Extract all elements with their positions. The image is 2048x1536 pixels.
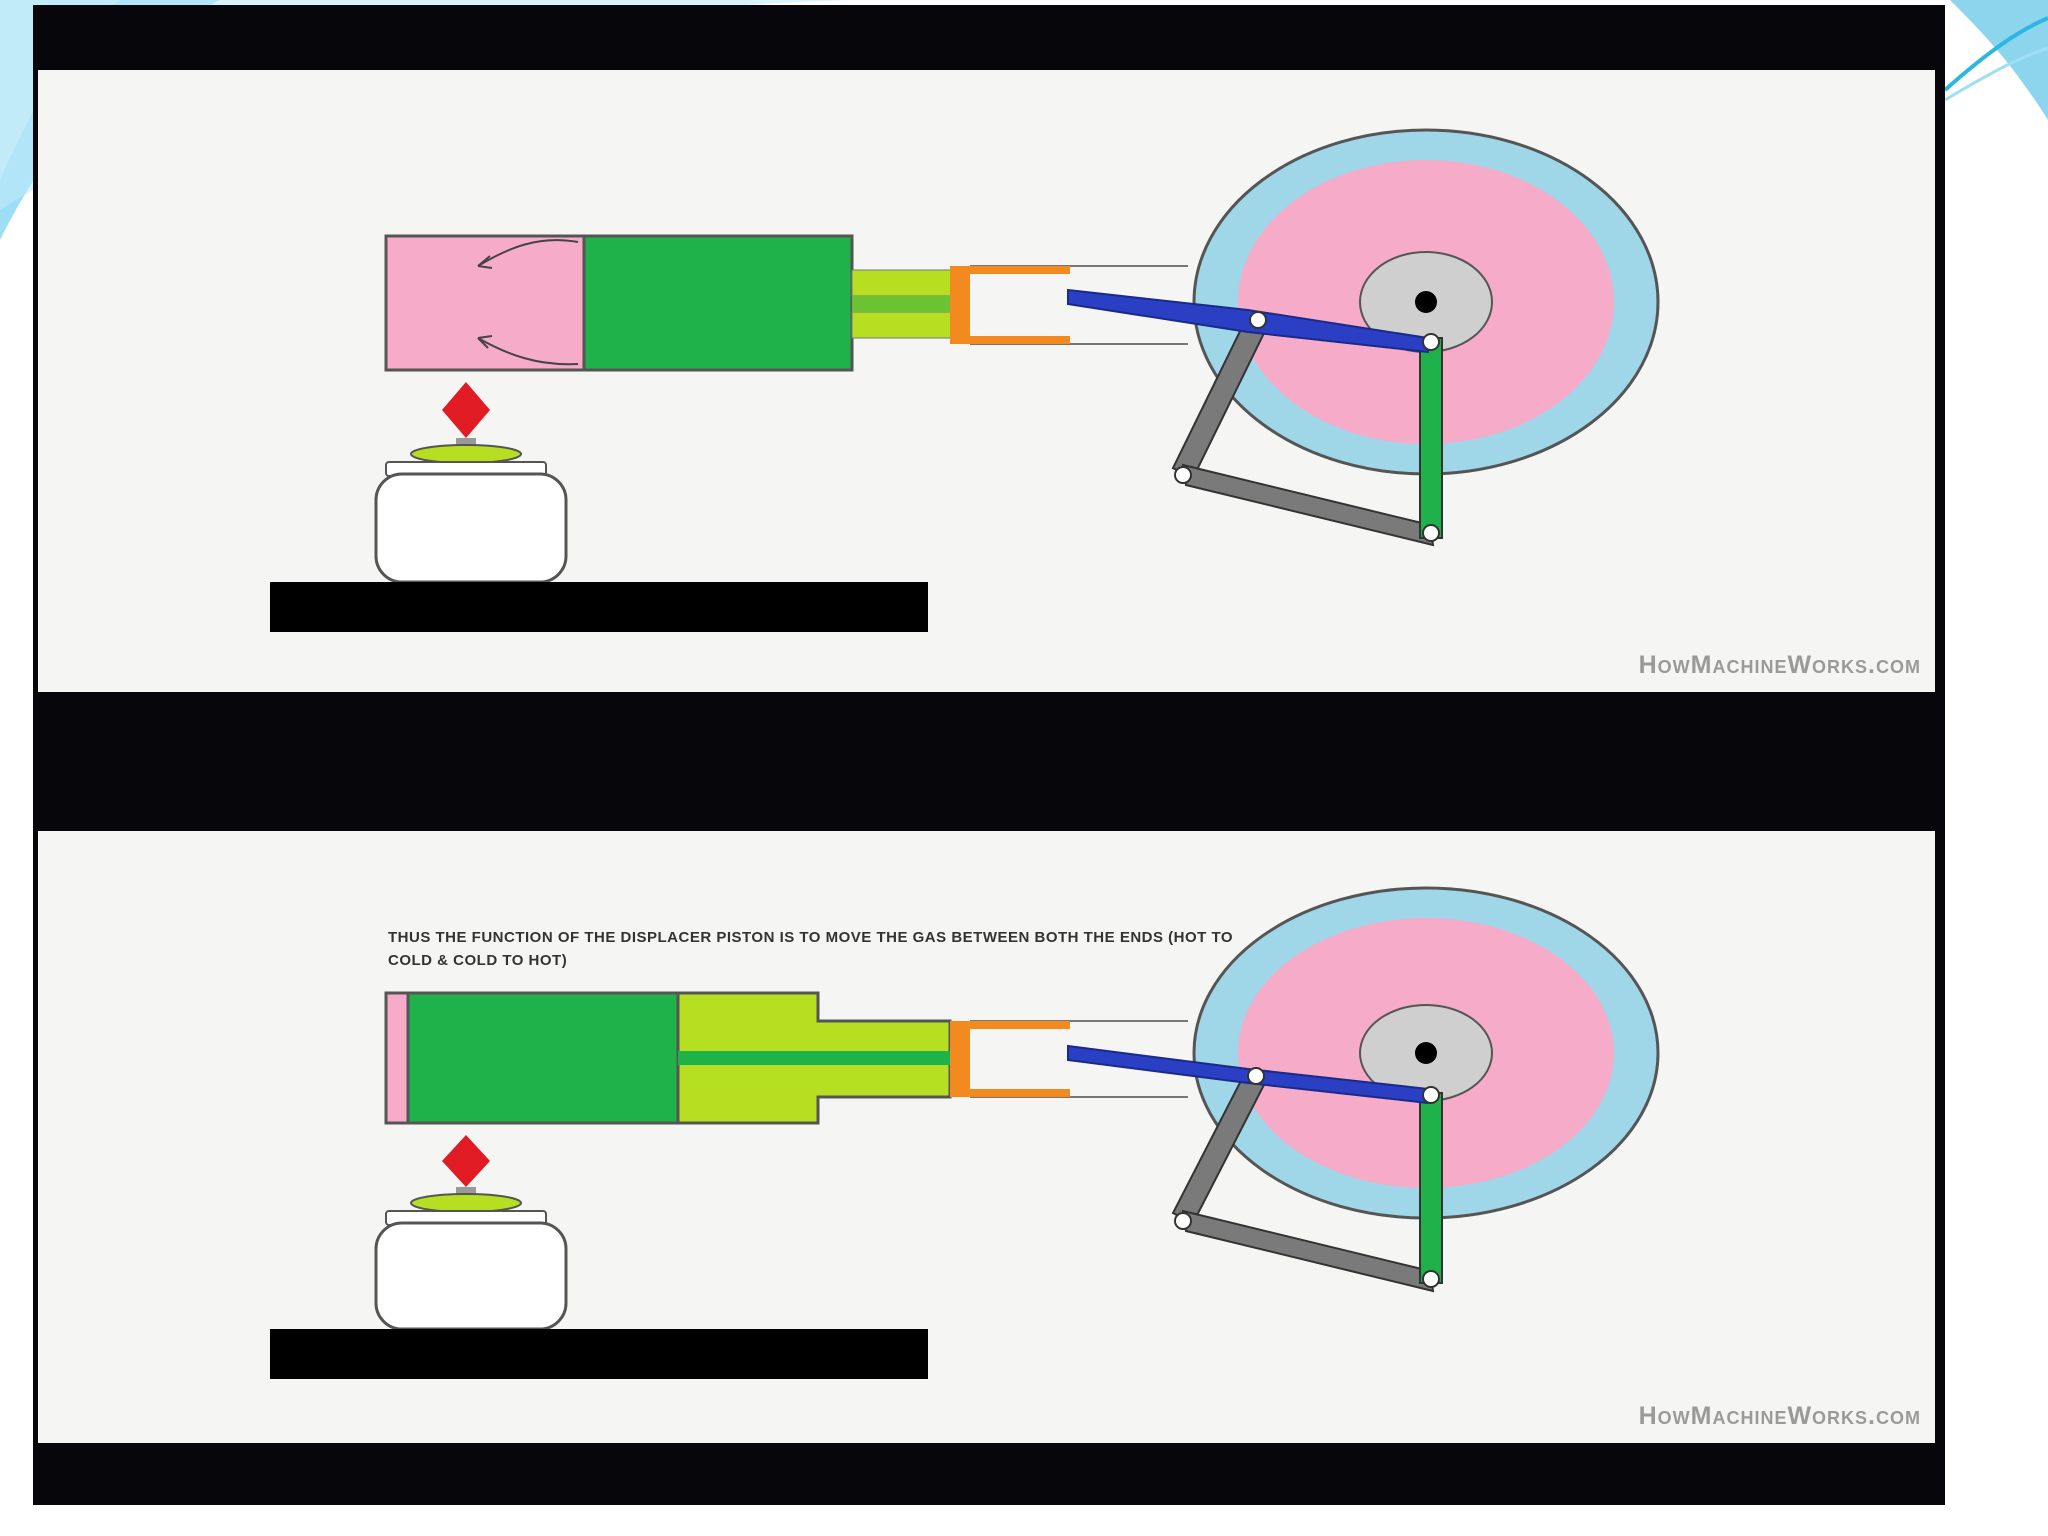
gray-link-lower xyxy=(1181,463,1435,547)
displacer-rod-upper xyxy=(851,269,953,297)
displacer-piston xyxy=(406,991,680,1125)
engine-diagram-top: HowMachineWorks.com xyxy=(38,70,1935,692)
diagram-caption: Thus the function of the displacer pisto… xyxy=(388,929,1234,969)
pivot-pin-4 xyxy=(1422,524,1440,542)
pivot-pin-3 xyxy=(1174,466,1192,484)
power-piston-rod-top xyxy=(970,266,1070,274)
pivot-pin-4 xyxy=(1422,1270,1440,1288)
power-piston-rod-top xyxy=(970,1021,1070,1029)
flywheel-axle xyxy=(1415,1042,1437,1064)
green-crank-link xyxy=(1419,337,1443,539)
pivot-pin-2 xyxy=(1422,333,1440,351)
green-crank-link xyxy=(1419,1092,1443,1284)
swoosh-right-line-2 xyxy=(1944,46,2048,102)
pivot-pin-2 xyxy=(1422,1086,1440,1104)
hot-gas-chamber xyxy=(384,234,586,372)
burner-cap xyxy=(410,444,522,464)
video-frame: HowMachineWorks.com xyxy=(33,5,1945,1505)
flame-icon xyxy=(442,382,490,438)
watermark: HowMachineWorks.com xyxy=(1638,1402,1921,1430)
gray-link-lower xyxy=(1181,1209,1435,1293)
stirling-engine-top-svg xyxy=(270,128,1660,632)
power-piston xyxy=(950,1021,970,1097)
swoosh-right-line xyxy=(1943,16,2048,92)
power-piston xyxy=(950,266,970,344)
connecting-rod xyxy=(1067,288,1429,354)
gas-flow-arrow-lower xyxy=(477,337,579,366)
displacer-rod-core xyxy=(678,1051,950,1065)
displacer-rod-lower xyxy=(851,311,953,339)
swoosh-top-right xyxy=(1950,0,2048,120)
burner-cap xyxy=(410,1193,522,1213)
flame-icon xyxy=(442,1135,490,1187)
flywheel-axle xyxy=(1415,291,1437,313)
power-piston-rod-bottom xyxy=(970,336,1070,344)
engine-diagram-bottom: Thus the function of the displacer pisto… xyxy=(38,831,1935,1443)
gas-flow-arrow-upper xyxy=(477,239,579,267)
displacer-piston xyxy=(582,234,854,372)
displacer-rod-core xyxy=(852,296,952,312)
stirling-engine-bottom-svg xyxy=(270,886,1660,1379)
gas-flow-arrow-upper-head xyxy=(477,255,493,269)
watermark: HowMachineWorks.com xyxy=(1638,651,1921,679)
power-piston-rod-bottom xyxy=(970,1089,1070,1097)
burner-jar xyxy=(374,1221,568,1331)
base-platform xyxy=(270,1329,928,1379)
pivot-pin-1 xyxy=(1249,311,1267,329)
hot-gas-chamber xyxy=(384,991,410,1125)
gas-flow-arrow-lower-head xyxy=(477,335,493,349)
pivot-pin-3 xyxy=(1174,1212,1192,1230)
base-platform xyxy=(270,582,928,632)
pivot-pin-1 xyxy=(1247,1067,1265,1085)
burner-jar xyxy=(374,472,568,584)
